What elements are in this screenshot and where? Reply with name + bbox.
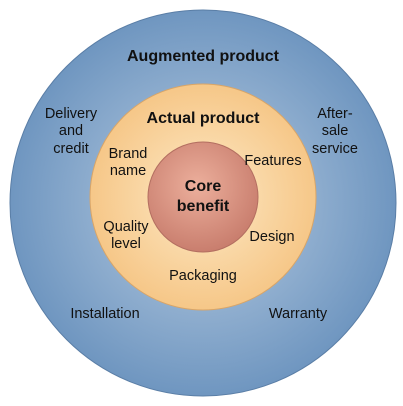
installation-label: Installation	[70, 306, 140, 322]
quality-level-label: Quality level	[103, 219, 149, 253]
after-sale-service-label: After- sale service	[312, 106, 358, 157]
augmented-product-title: Augmented product	[127, 48, 279, 65]
brand-name-label: Brand name	[108, 146, 148, 180]
core-benefit-circle	[147, 141, 259, 253]
core-benefit-label: Core benefit	[176, 178, 230, 215]
design-label: Design	[249, 229, 295, 245]
features-label: Features	[244, 153, 302, 169]
delivery-and-credit-label: Delivery and credit	[44, 106, 98, 157]
actual-product-title: Actual product	[146, 110, 260, 127]
warranty-label: Warranty	[268, 306, 328, 322]
packaging-label: Packaging	[169, 268, 237, 284]
